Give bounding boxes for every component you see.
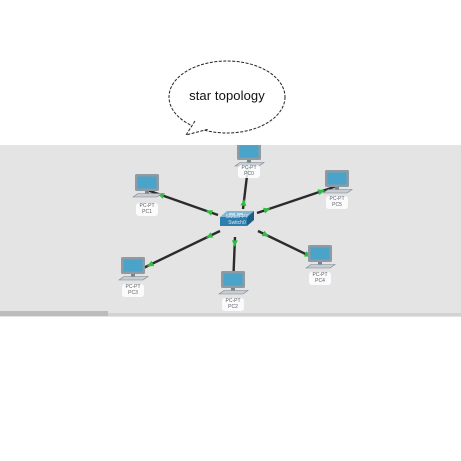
pc-keyboard	[132, 193, 163, 198]
pc-device-pc3	[118, 257, 149, 281]
link-status-pc-side	[317, 189, 325, 196]
pc-monitor-screen	[223, 273, 243, 286]
pc-label-backing	[136, 203, 158, 216]
pc-monitor-screen	[123, 259, 143, 272]
callout-text: star topology	[189, 88, 265, 103]
link-status-switch-side	[231, 240, 238, 247]
link-status-switch-side	[205, 210, 213, 216]
workspace-bottom-edge	[108, 313, 461, 316]
switch-name-label: Switch0	[228, 219, 246, 226]
pc-monitor-screen	[137, 176, 157, 189]
pc-name-label: PC0	[244, 170, 254, 177]
pc-monitor-screen	[310, 247, 330, 260]
pc-name-label: PC2	[228, 303, 238, 310]
pc-keyboard	[305, 264, 336, 269]
pc-monitor-screen	[239, 145, 259, 158]
pc-keyboard	[322, 189, 353, 194]
pc-keyboard	[218, 290, 249, 295]
switch-device	[220, 211, 254, 226]
switch-type-label: Switch-PT	[225, 214, 249, 220]
callout-ellipse	[168, 60, 286, 134]
link-pc3	[132, 229, 221, 275]
pc-monitor-stand	[335, 187, 339, 190]
pc-keyboard	[118, 276, 149, 281]
link-status-switch-side	[263, 207, 271, 214]
link-status-pc-side	[146, 260, 155, 267]
pc-device-pc1	[132, 174, 163, 198]
pc-monitor-screen	[327, 172, 347, 185]
topology-diagram	[118, 145, 353, 295]
pc-device-pc5	[322, 170, 353, 194]
pc-type-label: PC-PT	[312, 272, 328, 278]
pc-device-pc2	[218, 271, 249, 295]
workspace-canvas[interactable]	[0, 145, 461, 317]
pc-type-label: PC-PT	[139, 203, 155, 209]
link-status-switch-side	[205, 232, 214, 238]
switch-side-face	[247, 211, 254, 226]
pc-type-label: PC-PT	[125, 284, 141, 290]
link-status-switch-side	[261, 230, 270, 237]
pc-type-label: PC-PT	[225, 298, 241, 304]
pc-device-pc4	[305, 245, 336, 269]
pc-type-label: PC-PT	[241, 165, 257, 171]
pc-device-pc0	[234, 145, 265, 167]
pc-name-label: PC5	[332, 201, 342, 208]
pc-monitor-stand	[145, 191, 149, 194]
pc-label-backing	[222, 298, 244, 311]
callout-bubble	[168, 60, 286, 136]
pc-name-label: PC1	[142, 208, 152, 215]
pc-label-backing	[238, 165, 260, 178]
pc-monitor-stand	[231, 288, 235, 291]
pc-label-backing	[309, 272, 331, 285]
pc-monitor-stand	[131, 274, 135, 277]
pc-monitor-stand	[247, 160, 251, 163]
horizontal-scrollbar[interactable]	[0, 311, 108, 316]
pc-label-backing	[122, 284, 144, 297]
pc-monitor-stand	[318, 262, 322, 265]
link-status-switch-side	[240, 199, 247, 207]
switch-front-face	[220, 217, 247, 226]
pc-name-label: PC4	[315, 277, 325, 284]
pc-label-backing	[326, 196, 348, 209]
pc-type-label: PC-PT	[329, 196, 345, 202]
pc-name-label: PC3	[128, 289, 138, 296]
link-pc5	[256, 184, 338, 215]
